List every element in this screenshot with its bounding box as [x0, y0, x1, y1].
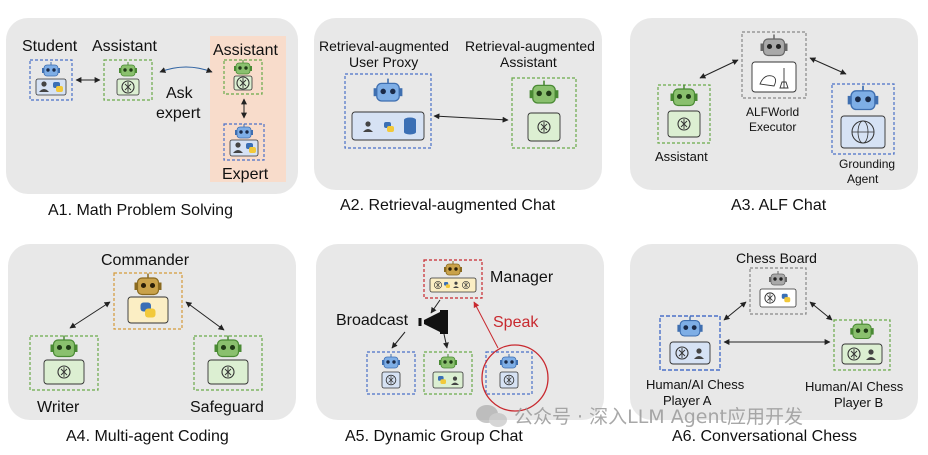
caption-a5: A5. Dynamic Group Chat [345, 428, 523, 445]
executor-grounding-arrow [809, 57, 847, 75]
grounding-label-1: Grounding [839, 157, 895, 171]
safeguard-box [193, 335, 263, 391]
player-a-label-2: Player A [663, 393, 712, 408]
player-a-label-1: Human/AI Chess [646, 377, 745, 392]
player-b-label-1: Human/AI Chess [805, 379, 904, 394]
assistant-agent-box [103, 59, 153, 101]
broadcast-agent1-arrow [391, 331, 406, 349]
proxy-label-1: Retrieval-augmented [319, 38, 449, 54]
commander-safeguard-arrow [185, 301, 225, 331]
household-icon [759, 68, 789, 89]
manager-broadcast-arrow [430, 299, 441, 314]
retrieval-user-proxy-box [344, 73, 432, 149]
speak-arrow [473, 301, 499, 349]
assistant-label: Assistant [92, 38, 157, 55]
alf-assistant-label: Assistant [655, 149, 708, 164]
assistant-label-2: Assistant [213, 42, 278, 59]
ask-expert-label-2: expert [156, 105, 201, 122]
proxy-label-2: User Proxy [349, 54, 418, 70]
board-player-a-arrow [723, 301, 747, 321]
speaker-highlight-circle [481, 344, 549, 412]
panel-a6: Chess Board Human/AI Chess Player A Huma… [646, 250, 904, 410]
assistant-label-1: Retrieval-augmented [465, 38, 595, 54]
manager-label: Manager [490, 269, 554, 286]
board-player-b-arrow [809, 301, 833, 321]
commander-box [113, 272, 183, 330]
caption-a6: A6. Conversational Chess [672, 428, 857, 445]
speak-label: Speak [493, 314, 539, 331]
grounding-agent-box [831, 83, 895, 155]
expert-assistant-box [223, 59, 263, 95]
panel-a4: Commander Writer Safeguard [29, 252, 264, 416]
watermark-text: 公众号 · 深入LLM Agent应用开发 [514, 406, 803, 428]
panel-a5: Manager Broadcast Speak [336, 259, 554, 412]
grounding-label-2: Agent [847, 172, 879, 186]
ask-expert-label-1: Ask [166, 85, 194, 102]
caption-a1: A1. Math Problem Solving [48, 202, 233, 219]
commander-label: Commander [101, 252, 190, 269]
player-b-label-2: Player B [834, 395, 883, 410]
panel-a6-background [630, 244, 918, 420]
expert-label: Expert [222, 166, 269, 183]
student-agent-box [29, 59, 73, 101]
manager-box [423, 259, 483, 299]
commander-writer-arrow [69, 301, 111, 329]
panel-a4-background [8, 244, 296, 420]
watermark: 公众号 · 深入LLM Agent应用开发 [476, 405, 803, 428]
caption-a4: A4. Multi-agent Coding [66, 428, 229, 445]
executor-assistant-arrow [699, 59, 739, 79]
retrieval-assistant-box [511, 77, 577, 149]
globe-icon [851, 120, 875, 144]
broadcast-label: Broadcast [336, 312, 409, 329]
panel-a1: Student Assistant Assistant Ask expert E… [22, 36, 286, 183]
expert-highlight [210, 36, 286, 182]
caption-a2: A2. Retrieval-augmented Chat [340, 197, 556, 214]
executor-label-1: ALFWorld [746, 105, 799, 119]
player-b-box [833, 319, 891, 371]
wechat-icon [476, 405, 507, 427]
database-icon [404, 117, 416, 135]
safeguard-label: Safeguard [190, 399, 264, 416]
panel-a3: ALFWorld Executor Assistant Grounding Ag… [655, 31, 895, 186]
caption-a3: A3. ALF Chat [731, 197, 827, 214]
player-a-box [659, 315, 721, 371]
ask-expert-arrow [159, 66, 213, 73]
broadcast-agent2-arrow [442, 333, 449, 349]
proxy-assistant-arrow [433, 113, 509, 123]
group-agent-3-box [485, 351, 533, 395]
megaphone-icon [418, 310, 448, 334]
chess-board-label: Chess Board [736, 250, 817, 266]
writer-box [29, 335, 99, 391]
writer-label: Writer [37, 399, 80, 416]
panel-a2-background [314, 18, 602, 190]
panel-a2: Retrieval-augmented User Proxy Retrieval… [319, 38, 595, 149]
alfworld-executor-box [741, 31, 807, 99]
student-label: Student [22, 38, 78, 55]
chess-board-box [749, 267, 807, 315]
executor-label-2: Executor [749, 120, 796, 134]
assistant-label-2: Assistant [500, 54, 557, 70]
